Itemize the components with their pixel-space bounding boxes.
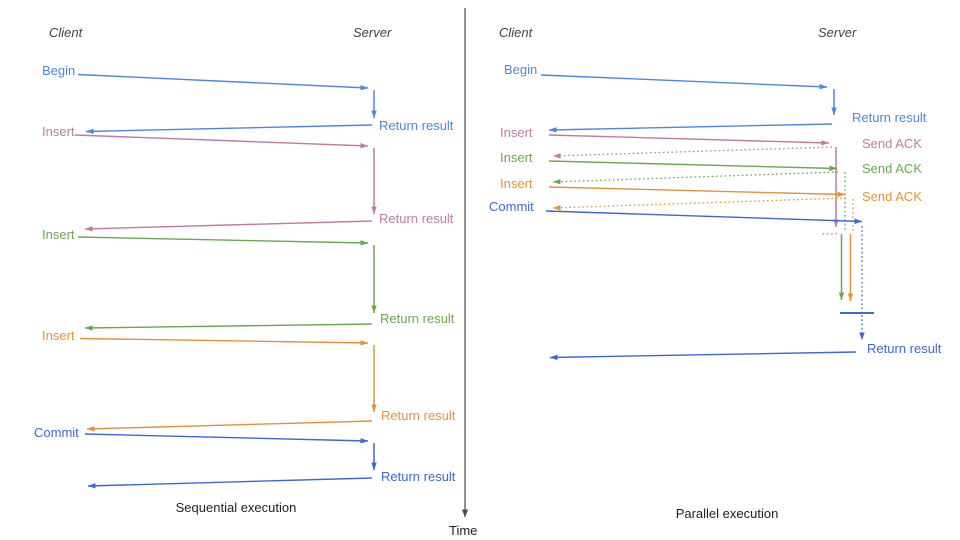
seq-op-insert3-label: Insert bbox=[42, 328, 75, 343]
seq-op-commit-label: Commit bbox=[34, 425, 79, 440]
par-op-insert2-label: Insert bbox=[500, 150, 533, 165]
par-commit-request-arrow bbox=[545, 210, 863, 224]
par-server-heading: Server bbox=[818, 25, 857, 40]
par-insert2-ack-arrow bbox=[552, 171, 839, 185]
seq-insert3-request-arrow bbox=[79, 337, 369, 346]
seq-commit-return-arrow bbox=[87, 477, 373, 489]
par-op-insert1-label: Insert bbox=[500, 125, 533, 140]
par-op-insert3-label: Insert bbox=[500, 176, 533, 191]
seq-insert2-return-arrow bbox=[84, 323, 373, 331]
seq-return-result-label-1: Return result bbox=[379, 118, 454, 133]
seq-server-heading: Server bbox=[353, 25, 392, 40]
par-insert1-done-dash bbox=[820, 232, 838, 235]
seq-panel-title: Sequential execution bbox=[175, 500, 297, 515]
par-insert3-request-arrow bbox=[548, 186, 846, 198]
seq-return-result-label-4: Return result bbox=[381, 408, 456, 423]
par-send-ack-label-1: Send ACK bbox=[862, 136, 922, 151]
par-insert1-ack-arrow bbox=[552, 146, 833, 159]
seq-op-begin-label: Begin bbox=[42, 63, 76, 78]
par-panel-title: Parallel execution bbox=[675, 506, 779, 521]
seq-insert3-return-arrow bbox=[86, 420, 373, 432]
par-send-ack-label-3: Send ACK bbox=[862, 189, 922, 204]
seq-insert1-request-arrow bbox=[74, 134, 369, 149]
time-axis-label: Time bbox=[449, 523, 478, 538]
par-send-ack-label-2: Send ACK bbox=[862, 161, 922, 176]
par-op-commit-label: Commit bbox=[489, 199, 534, 214]
par-insert3-ack-arrow bbox=[552, 197, 847, 211]
par-final-return-result-label: Return result bbox=[867, 341, 942, 356]
par-op-begin-label: Begin bbox=[504, 62, 538, 77]
seq-client-heading: Client bbox=[49, 25, 83, 40]
seq-insert1-return-arrow bbox=[84, 220, 373, 232]
par-return-result-label: Return result bbox=[852, 110, 927, 125]
par-begin-request-arrow bbox=[540, 74, 828, 90]
seq-return-result-label-3: Return result bbox=[380, 311, 455, 326]
par-client-heading: Client bbox=[499, 25, 533, 40]
seq-begin-return-arrow bbox=[85, 124, 373, 135]
par-insert1-request-arrow bbox=[548, 134, 830, 146]
seq-return-result-label-2: Return result bbox=[379, 211, 454, 226]
seq-insert2-request-arrow bbox=[77, 236, 369, 246]
seq-op-insert2-label: Insert bbox=[42, 227, 75, 242]
seq-commit-request-arrow bbox=[84, 433, 369, 444]
seq-begin-request-arrow bbox=[77, 73, 369, 91]
par-insert2-request-arrow bbox=[548, 160, 838, 172]
seq-op-insert1-label: Insert bbox=[42, 124, 75, 139]
par-begin-return-arrow bbox=[548, 123, 833, 133]
par-final-return-arrow bbox=[549, 351, 857, 361]
seq-return-result-label-5: Return result bbox=[381, 469, 456, 484]
